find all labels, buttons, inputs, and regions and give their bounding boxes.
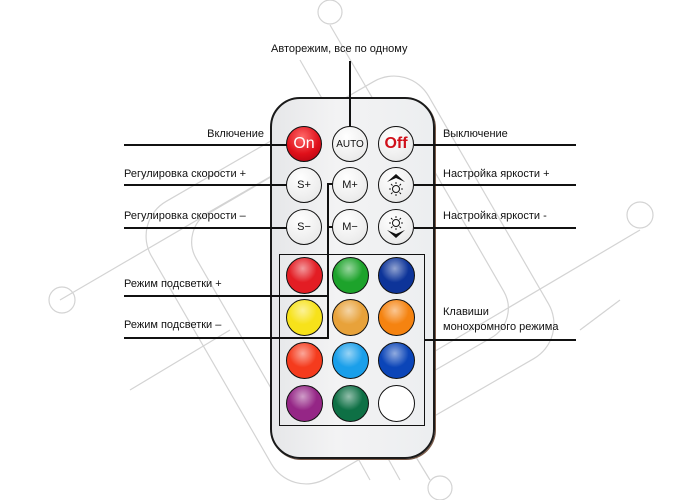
speed-plus-button[interactable]: S+ xyxy=(286,167,322,203)
leader-line-mode-up xyxy=(124,295,329,297)
color-key-r2-c3[interactable] xyxy=(378,299,415,336)
color-key-r2-c2[interactable] xyxy=(332,299,369,336)
leader-line-brightness-down xyxy=(414,227,576,229)
mode-plus-button[interactable]: M+ xyxy=(332,167,368,203)
speed-minus-button[interactable]: S− xyxy=(286,209,322,245)
leader-tick-mminus xyxy=(327,226,335,228)
leader-line-mode-down xyxy=(124,337,329,339)
label-power-off: Выключение xyxy=(443,128,508,140)
sun-down-icon xyxy=(387,216,405,238)
color-keys-panel xyxy=(279,254,425,426)
leader-line-on xyxy=(124,144,288,146)
off-button[interactable]: Off xyxy=(378,126,414,162)
speed-plus-label: S+ xyxy=(297,179,311,191)
speed-minus-label: S− xyxy=(297,221,311,233)
brightness-minus-button[interactable] xyxy=(378,209,414,245)
on-button-label: On xyxy=(293,135,315,152)
color-key-r3-c3[interactable] xyxy=(378,342,415,379)
label-speed-up: Регулировка скорости + xyxy=(124,168,247,180)
auto-button-label: AUTO xyxy=(336,138,364,150)
label-brightness-up: Настройка яркости + xyxy=(443,168,550,180)
auto-button[interactable]: AUTO xyxy=(332,126,368,162)
leader-line-brightness-up xyxy=(414,184,576,186)
color-key-r3-c2[interactable] xyxy=(332,342,369,379)
on-button[interactable]: On xyxy=(286,126,322,162)
label-brightness-down: Настройка яркости - xyxy=(443,210,547,222)
color-key-r1-c2[interactable] xyxy=(332,257,369,294)
label-mode-up: Режим подсветки + xyxy=(124,278,222,290)
mode-plus-label: M+ xyxy=(342,179,358,191)
color-key-r2-c1[interactable] xyxy=(286,299,323,336)
mode-minus-label: M− xyxy=(342,221,358,233)
mode-minus-button[interactable]: M− xyxy=(332,209,368,245)
color-key-r1-c1[interactable] xyxy=(286,257,323,294)
label-auto-mode: Авторежим, все по одному xyxy=(271,43,408,55)
label-mono-keys-2: монохромного режима xyxy=(443,321,559,333)
leader-line-off xyxy=(414,144,576,146)
leader-line-auto xyxy=(349,61,351,129)
label-mode-down: Режим подсветки – xyxy=(124,319,222,331)
color-key-r1-c3[interactable] xyxy=(378,257,415,294)
leader-tick-mplus xyxy=(327,183,335,185)
color-key-r3-c1[interactable] xyxy=(286,342,323,379)
color-key-r4-c3[interactable] xyxy=(378,385,415,422)
label-mono-keys-1: Клавиши xyxy=(443,306,489,318)
label-speed-down: Регулировка скорости – xyxy=(124,210,246,222)
label-power-on: Включение xyxy=(207,128,264,140)
brightness-plus-button[interactable] xyxy=(378,167,414,203)
leader-line-speed-down xyxy=(124,227,288,229)
leader-line-mono-keys xyxy=(424,339,576,341)
sun-up-icon xyxy=(387,174,405,196)
color-key-r4-c2[interactable] xyxy=(332,385,369,422)
color-key-r4-c1[interactable] xyxy=(286,385,323,422)
off-button-label: Off xyxy=(384,135,408,152)
leader-bracket-mode xyxy=(327,183,329,338)
leader-line-speed-up xyxy=(124,184,288,186)
